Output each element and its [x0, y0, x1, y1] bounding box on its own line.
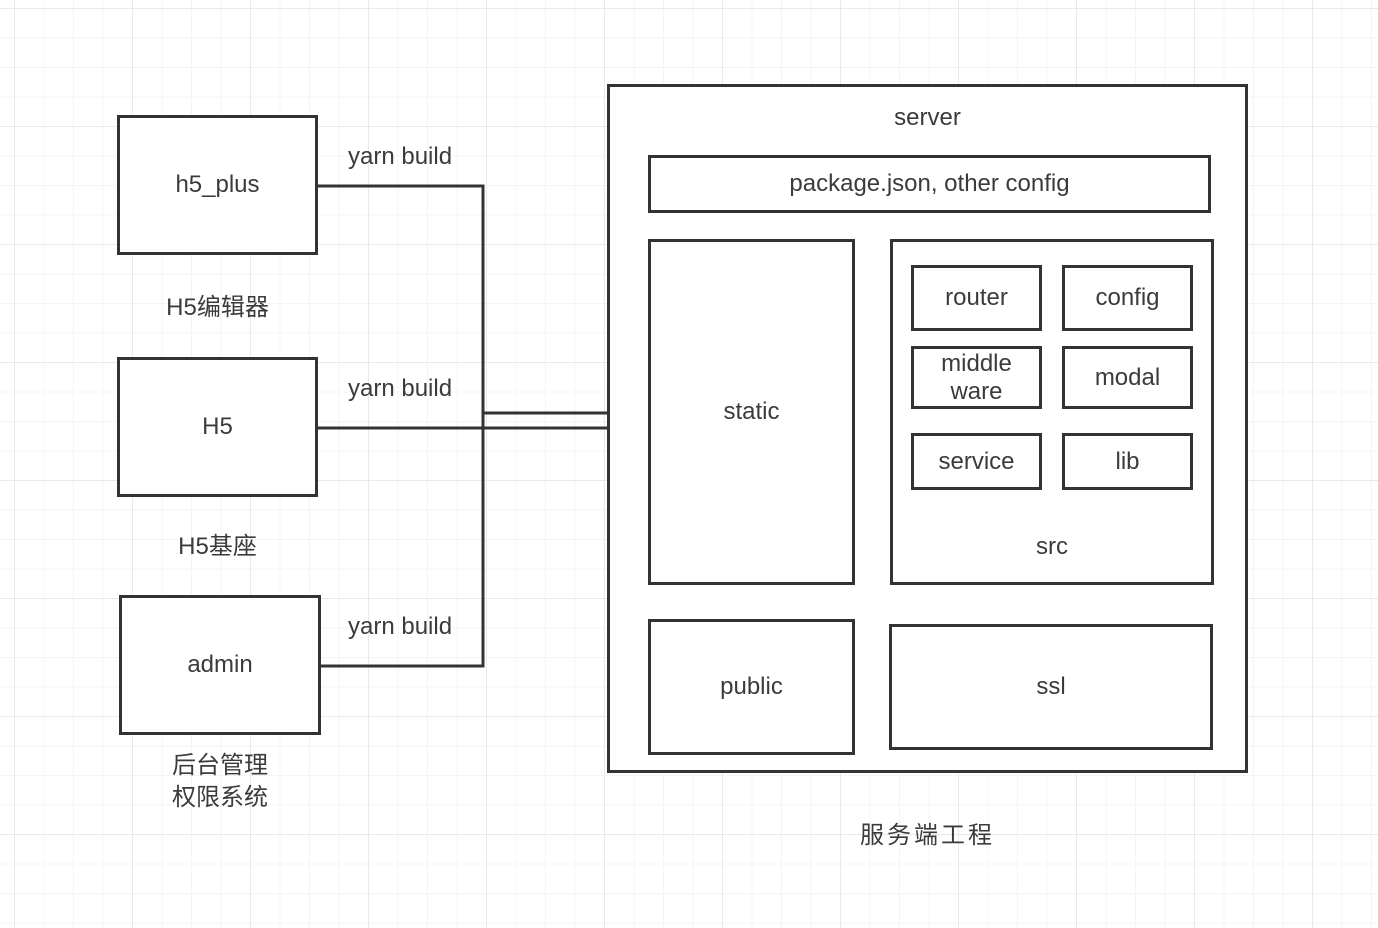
- caption-server: 服务端工程: [860, 822, 995, 849]
- node-modal: modal: [1062, 346, 1193, 409]
- node-router-label: router: [945, 284, 1008, 311]
- node-lib: lib: [1062, 433, 1193, 490]
- node-ssl: ssl: [889, 624, 1213, 750]
- node-h5: H5: [117, 357, 318, 497]
- node-admin-label: admin: [187, 651, 253, 678]
- node-config-label: config: [1095, 284, 1160, 311]
- node-h5-plus: h5_plus: [117, 115, 318, 255]
- node-service: service: [911, 433, 1042, 490]
- caption-admin-line2: 权限系统: [172, 784, 268, 811]
- node-ssl-label: ssl: [1036, 673, 1066, 700]
- node-h5-plus-label: h5_plus: [175, 171, 260, 198]
- node-router: router: [911, 265, 1042, 331]
- edge-label-yarn-build-h5: yarn build: [348, 375, 453, 402]
- caption-admin-line1: 后台管理: [172, 752, 268, 779]
- node-lib-label: lib: [1115, 447, 1140, 475]
- node-service-label: service: [938, 447, 1015, 475]
- caption-h5-plus: H5编辑器: [166, 294, 269, 321]
- node-config: config: [1062, 265, 1193, 331]
- node-public: public: [648, 619, 855, 755]
- node-admin: admin: [119, 595, 321, 735]
- node-static: static: [648, 239, 855, 585]
- node-middleware-line1: middle: [941, 349, 1012, 377]
- caption-admin: 后台管理 权限系统: [119, 750, 321, 814]
- node-h5-label: H5: [202, 413, 233, 440]
- server-title: server: [894, 104, 961, 131]
- node-middleware-line2: ware: [950, 377, 1003, 405]
- edge-label-yarn-build-h5plus: yarn build: [348, 143, 453, 170]
- node-modal-label: modal: [1094, 363, 1161, 391]
- node-static-label: static: [723, 398, 780, 425]
- node-middleware-label: middle ware: [941, 350, 1012, 406]
- edge-label-yarn-build-admin: yarn build: [348, 613, 453, 640]
- src-label: src: [1036, 533, 1068, 560]
- node-package-json-label: package.json, other config: [789, 170, 1070, 197]
- node-package-json: package.json, other config: [648, 155, 1211, 213]
- node-middleware: middle ware: [911, 346, 1042, 409]
- connector-trunk-h5plus-admin: [318, 184, 485, 668]
- node-public-label: public: [720, 673, 783, 700]
- caption-h5: H5基座: [178, 533, 257, 560]
